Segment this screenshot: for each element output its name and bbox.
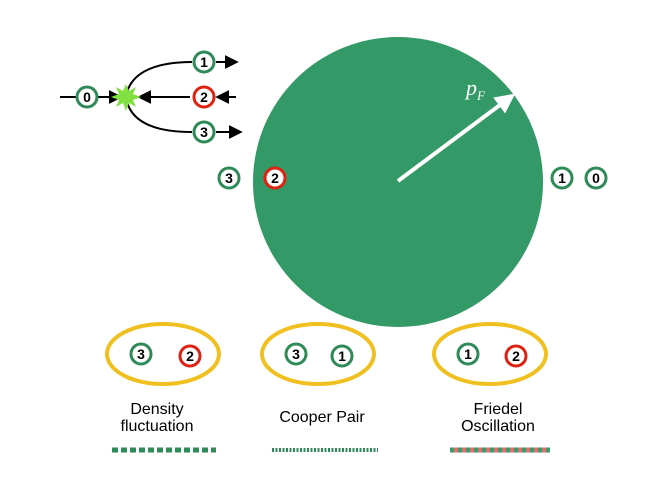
pair-cooper: 3 1 Cooper Pair <box>260 322 378 452</box>
pair-label: Oscillation <box>461 418 535 435</box>
svg-text:0: 0 <box>592 170 600 186</box>
pair-density-fluctuation: 3 2 Density fluctuation <box>105 322 221 453</box>
pair-ellipse <box>260 322 376 386</box>
svg-text:2: 2 <box>186 348 194 364</box>
svg-text:1: 1 <box>200 54 208 70</box>
svg-text:1: 1 <box>338 348 346 364</box>
particle-0-incoming: 0 <box>75 85 99 109</box>
svg-text:3: 3 <box>292 346 300 362</box>
pair-label: Density <box>130 401 183 418</box>
svg-text:1: 1 <box>464 346 472 362</box>
pair-ellipse <box>105 322 221 386</box>
pair-label: Cooper Pair <box>279 409 365 426</box>
outgoing-path-3 <box>125 96 193 133</box>
svg-text:2: 2 <box>271 170 279 186</box>
pair-label: fluctuation <box>121 418 194 435</box>
sea-particle-left-2: 2 <box>263 166 287 190</box>
svg-text:1: 1 <box>558 170 566 186</box>
fermi-momentum-label: pF <box>464 75 486 103</box>
svg-text:3: 3 <box>137 346 145 362</box>
svg-text:0: 0 <box>83 89 91 105</box>
sea-particle-right-0: 0 <box>584 166 608 190</box>
svg-text:2: 2 <box>512 348 520 364</box>
particle-1-outgoing: 1 <box>192 50 216 74</box>
collision-burst-icon <box>111 84 141 111</box>
fermi-momentum-arrow <box>396 93 516 183</box>
particle-3-outgoing: 3 <box>192 120 216 144</box>
sea-particle-left-3: 3 <box>217 166 241 190</box>
svg-text:2: 2 <box>200 89 208 105</box>
scattering-vertex: 0 1 2 3 <box>60 50 243 144</box>
particle-2-hole: 2 <box>192 85 216 109</box>
svg-text:3: 3 <box>225 170 233 186</box>
outgoing-path-1 <box>125 61 193 98</box>
pair-friedel: 1 2 Friedel Oscillation <box>432 322 550 453</box>
fermi-sea-disk <box>253 37 543 327</box>
sea-particle-right-1: 1 <box>550 166 574 190</box>
pair-ellipse <box>432 322 548 386</box>
pair-label: Friedel <box>474 401 523 418</box>
svg-text:3: 3 <box>200 124 208 140</box>
